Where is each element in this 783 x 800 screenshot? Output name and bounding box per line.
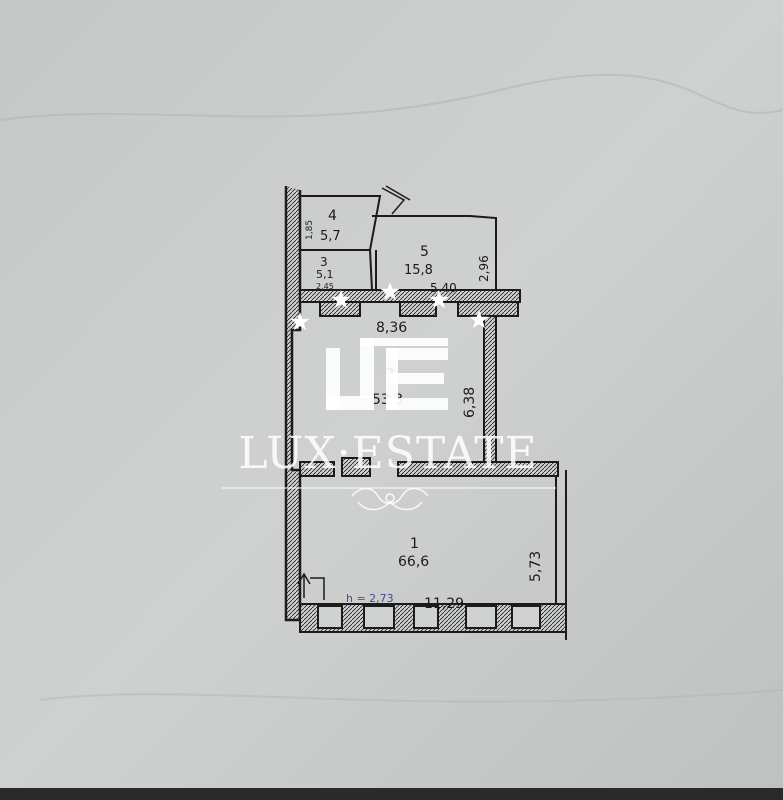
star-icon [429, 290, 449, 309]
door-swing [381, 185, 411, 215]
room-5-labels: 5 15,8 5,40 2,96 [404, 244, 491, 295]
room-1-area: 66,6 [398, 554, 429, 570]
star-icon [331, 290, 351, 309]
room-4-area: 5,7 [320, 229, 341, 244]
star-icon [290, 312, 310, 331]
room-4-labels: 4 5,7 1,85 [305, 208, 341, 244]
table-edge [0, 788, 783, 800]
window [317, 605, 343, 629]
room-5-area: 15,8 [404, 263, 433, 278]
watermark-brand-text: LUX·ESTATE [238, 428, 537, 479]
wall-room-5 [372, 215, 497, 297]
room-1-width-dim: 11,29 [424, 596, 464, 612]
window [363, 605, 395, 629]
outer-wall-left [284, 186, 302, 622]
le-monogram-icon [326, 338, 448, 410]
wall-segment [397, 461, 559, 477]
paper-crease [0, 73, 783, 121]
ceiling-height-note: h = 2,73 [346, 592, 394, 605]
window [413, 605, 439, 629]
star-icon [469, 310, 489, 329]
watermark-stars [290, 282, 489, 331]
room-5-width-dim: 5,40 [430, 281, 457, 295]
room-3-area: 5,1 [316, 268, 334, 281]
room-3-side-dim: 2,45 [316, 282, 334, 291]
room-4-side-dim: 1,85 [305, 220, 315, 240]
room-5-height-dim: 2,96 [477, 255, 491, 282]
room-2-height-dim: 6,38 [462, 387, 478, 418]
star-icon [380, 282, 400, 301]
room-1-height-dim: 5,73 [528, 551, 544, 582]
room-3-number: 3 [320, 255, 328, 269]
room-1-labels: 1 66,6 11,29 5,73 h = 2,73 [346, 536, 544, 612]
wall-segment [299, 461, 335, 477]
room-5-number: 5 [420, 244, 429, 260]
window [465, 605, 497, 629]
room-3-labels: 3 5,1 2,45 [316, 255, 334, 291]
room-1-number: 1 [410, 536, 419, 552]
room-4-number: 4 [328, 208, 337, 224]
wall-segment [299, 289, 521, 303]
wall-segment [457, 301, 519, 317]
paper-crease [39, 689, 783, 703]
room-2-width-dim: 8,36 [376, 320, 407, 336]
floor-plan [284, 185, 567, 640]
window [511, 605, 541, 629]
entrance-arrow [297, 572, 325, 600]
ornament-flourish-icon [351, 487, 429, 511]
wall-segment [341, 457, 371, 477]
lux-estate-watermark: LUX·ESTATE [222, 282, 556, 511]
wall-segment [399, 301, 437, 317]
